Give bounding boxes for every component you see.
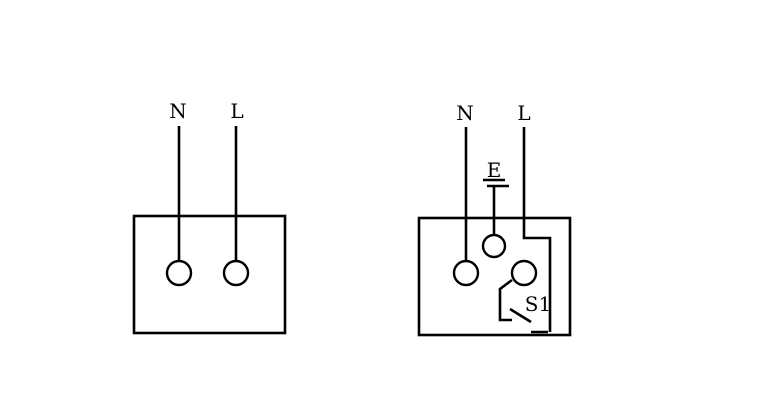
left-neutral-label: N — [169, 99, 187, 123]
right-neutral-terminal — [452, 259, 480, 287]
left-socket-body — [132, 214, 287, 335]
right-earth-label: E — [487, 158, 502, 182]
right-socket: N L E S1 — [417, 101, 572, 337]
right-live-terminal — [510, 259, 538, 287]
switch-feed-wire — [498, 278, 513, 322]
earth-terminal — [481, 233, 507, 259]
switch-s1-label: S1 — [525, 292, 551, 316]
switch-s1-contact — [509, 307, 532, 324]
right-neutral-label: N — [456, 101, 474, 125]
left-live-terminal — [222, 259, 250, 287]
right-live-wire — [522, 127, 552, 332]
left-live-label: L — [230, 99, 243, 123]
left-socket: N L — [132, 99, 287, 335]
right-live-label: L — [517, 101, 530, 125]
left-neutral-terminal — [165, 259, 193, 287]
